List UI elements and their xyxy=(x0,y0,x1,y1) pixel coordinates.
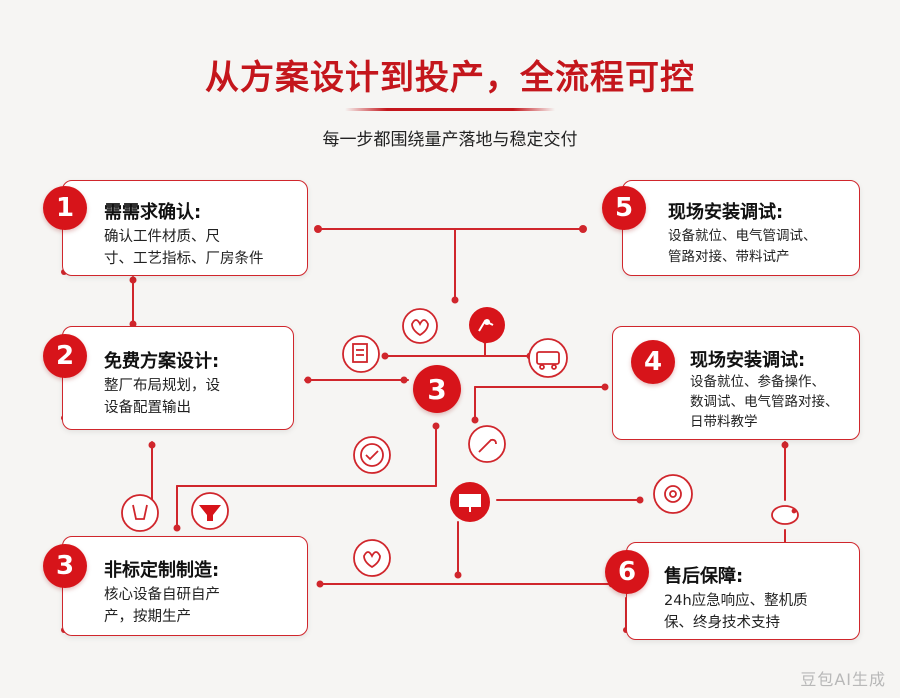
step-desc-5: 设备就位、电气管调试、 管路对接、带料试产 xyxy=(668,228,817,265)
step-card-2 xyxy=(62,326,294,430)
step-card-6 xyxy=(626,542,860,640)
title-divider xyxy=(345,108,555,111)
step-badge-2: 2 xyxy=(43,334,87,378)
checkmark-icon xyxy=(353,436,391,474)
step-badge-1: 1 xyxy=(43,186,87,230)
step-badge-5: 5 xyxy=(602,186,646,230)
step-desc-3: 核心设备自研自产 产，按期生产 xyxy=(104,587,220,625)
step-title-1: 需需求确认: xyxy=(104,202,202,223)
watermark: 豆包AI生成 xyxy=(800,670,886,689)
step-title-6: 售后保障: xyxy=(664,566,744,587)
step-card-3 xyxy=(62,536,308,636)
machine-icon xyxy=(528,338,568,378)
step-card-1 xyxy=(62,180,308,276)
funnel-icon xyxy=(191,492,229,530)
step-badge-4: 4 xyxy=(631,340,675,384)
bird-icon xyxy=(771,505,799,525)
step-title-5: 现场安装调试: xyxy=(668,202,784,223)
robot-arm-icon xyxy=(469,307,505,343)
step-title-4: 现场安装调试: xyxy=(690,350,806,371)
page-subtitle: 每一步都围绕量产落地与稳定交付 xyxy=(322,130,578,150)
step-desc-6: 24h应急响应、整机质 保、终身技术支持 xyxy=(664,593,808,631)
step-badge-3: 3 xyxy=(43,544,87,588)
step-badge-6: 6 xyxy=(605,550,649,594)
beaker-icon xyxy=(121,494,159,532)
document-icon xyxy=(342,335,380,373)
step-desc-1: 确认工件材质、尺 寸、工艺指标、厂房条件 xyxy=(104,229,264,267)
step-title-3: 非标定制制造: xyxy=(104,560,220,581)
heart-check-icon xyxy=(353,539,391,577)
wrench-icon xyxy=(468,425,506,463)
step-desc-2: 整厂布局规划，设 设备配置输出 xyxy=(104,378,220,416)
monitor-icon xyxy=(450,482,490,522)
step-title-2: 免费方案设计: xyxy=(104,351,220,372)
hub-badge: 3 xyxy=(413,365,461,413)
heart-hand-icon xyxy=(402,308,438,344)
step-card-5 xyxy=(622,180,860,276)
step-desc-4: 设备就位、参备操作、 数调试、电气管路对接、 日带料教学 xyxy=(690,374,839,430)
gear-sheet-icon xyxy=(653,474,693,514)
page-title: 从方案设计到投产，全流程可控 xyxy=(205,58,695,98)
